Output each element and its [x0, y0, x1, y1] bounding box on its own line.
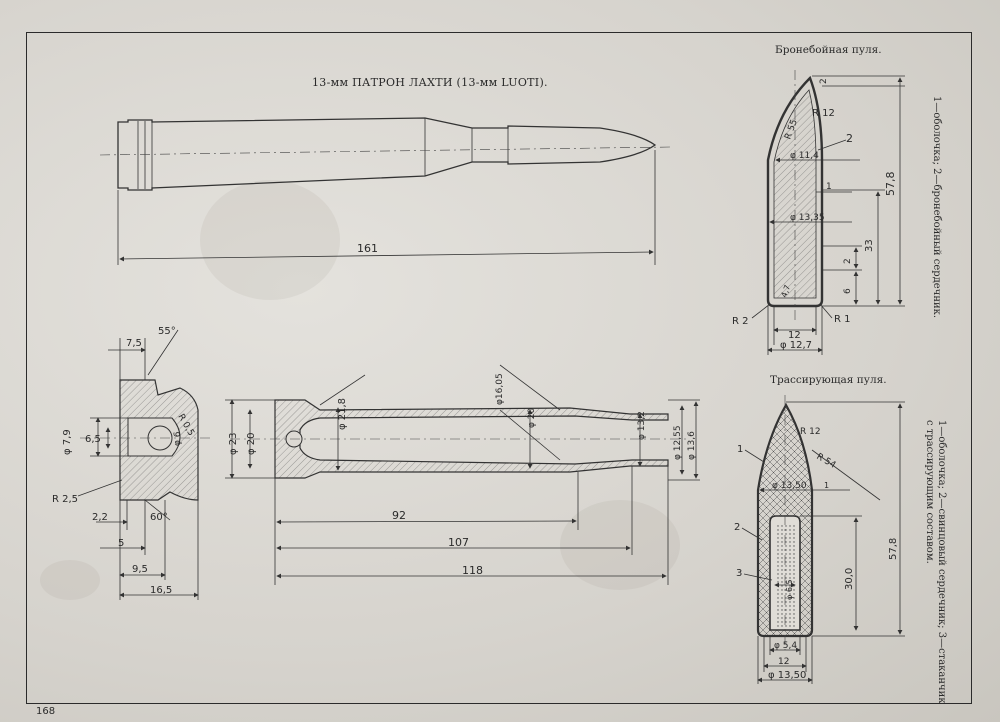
tr-dim-57-8: 57,8 — [888, 538, 899, 560]
tracer-bullet: 1 2 3 R 12 R 54 φ 13,50 1 57,8 30,0 φ 6,… — [734, 395, 905, 684]
dim-overall-length: 161 — [357, 242, 378, 255]
ap-dim-r-2: R 2 — [732, 316, 749, 327]
dim-2-2: 2,2 — [92, 512, 108, 523]
tr-dim-d-13-50: φ 13,50 — [772, 481, 807, 491]
dim-107: 107 — [448, 536, 469, 549]
tr-part-2: 2 — [734, 522, 740, 533]
tr-dim-30: 30,0 — [844, 568, 855, 590]
ap-dim-12: 12 — [788, 330, 801, 341]
ap-dim-r-12: R 12 — [812, 108, 835, 119]
case-head-section: 7,5 55° φ 7,9 6,5 φ 6 R 0,5 R 2,5 60° 2,… — [52, 326, 210, 600]
dim-16-5: 16,5 — [150, 585, 172, 596]
dim-d-20: φ 20 — [246, 433, 257, 456]
tr-dim-r-54: R 54 — [815, 452, 838, 471]
paper-stain — [200, 180, 340, 300]
dim-9-5: 9,5 — [132, 564, 148, 575]
tr-part-1: 1 — [737, 444, 743, 455]
dim-d-20b: φ 20 — [527, 407, 537, 428]
tracer-title: Трассирующая пуля. — [770, 374, 887, 386]
dim-d-7-9: φ 7,9 — [62, 429, 73, 455]
dim-d-13-6: φ 13,6 — [687, 431, 697, 460]
ap-dim-4-7: 4,7 — [779, 284, 792, 299]
dim-d-16-05: φ16,05 — [495, 373, 505, 405]
ap-dim-d-11-4: φ 11,4 — [790, 151, 819, 161]
page-number: 168 — [36, 706, 56, 717]
ap-dim-top-2: 2 — [819, 78, 829, 84]
paper-stain — [40, 560, 100, 600]
ap-dim-d-13-35: φ 13,35 — [790, 213, 825, 223]
dim-r-2-5: R 2,5 — [52, 494, 78, 505]
case-body-section: φ 23 φ 20 φ 21,8 φ 20 φ16,05 φ 13,2 φ 12… — [225, 364, 700, 585]
dim-d-23: φ 23 — [228, 433, 239, 456]
ap-dim-d-12-7: φ 12,7 — [780, 340, 812, 351]
armor-piercing-title: Бронебойная пуля. — [775, 44, 882, 56]
ap-dim-r-1: R 1 — [834, 314, 851, 325]
ap-dim-2: 2 — [843, 258, 853, 264]
tr-dim-r-12: R 12 — [800, 427, 821, 437]
drawing-frame — [26, 32, 972, 704]
dim-d-21-8: φ 21,8 — [337, 398, 348, 430]
dim-7-5: 7,5 — [126, 338, 142, 349]
dim-d-6: φ 6 — [173, 431, 183, 446]
dim-d-13-2: φ 13,2 — [637, 411, 647, 440]
page-title: 13-мм ПАТРОН ЛАХТИ (13-мм LUOTI). — [312, 76, 548, 89]
ap-dim-33: 33 — [864, 239, 875, 252]
tr-dim-12: 12 — [778, 657, 789, 667]
dim-6-5: 6,5 — [85, 434, 101, 445]
dim-5: 5 — [118, 538, 124, 549]
cartridge-side-view: 161 — [99, 117, 671, 265]
dim-60-deg: 60° — [150, 512, 168, 523]
tr-dim-gap-1: 1 — [824, 481, 829, 490]
ap-dim-6: 6 — [843, 288, 853, 294]
ap-dim-gap-1: 1 — [826, 182, 832, 192]
tr-part-3: 3 — [736, 568, 742, 579]
dim-92: 92 — [392, 509, 406, 522]
ap-dim-57-8: 57,8 — [884, 172, 897, 197]
tr-dim-d-13-50b: φ 13,50 — [768, 670, 806, 681]
tr-dim-d-5-4: φ 5,4 — [774, 641, 797, 651]
dim-118: 118 — [462, 564, 483, 577]
dim-d-12-55: φ 12,55 — [673, 425, 683, 460]
dim-55-deg: 55° — [158, 326, 176, 337]
tr-dim-d-6-5: φ 6,5 — [785, 579, 794, 600]
armor-piercing-bullet: 2 R 12 R 55 2 φ 11,4 φ 13,35 1 57,8 33 2… — [732, 70, 905, 355]
ap-part-2: 2 — [846, 132, 853, 145]
